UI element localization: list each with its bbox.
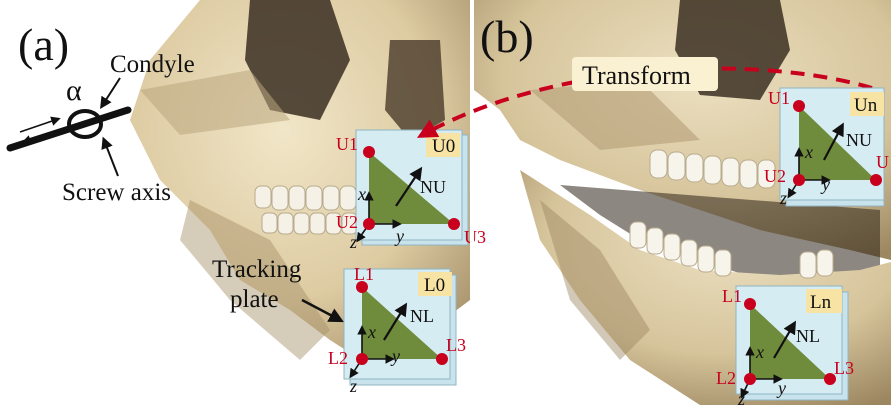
tracking-plate-label-line2: plate xyxy=(230,286,279,313)
marker-u2-a xyxy=(363,218,375,230)
marker-u2-b xyxy=(793,174,805,186)
panel-divider xyxy=(470,0,474,405)
marker-l1-b xyxy=(744,298,756,310)
axis-x-u-b: x xyxy=(804,142,813,162)
point-label-l1-a: L1 xyxy=(354,264,374,284)
marker-u1-a xyxy=(363,146,375,158)
marker-l2-a xyxy=(356,353,368,365)
marker-l2-b xyxy=(744,373,756,385)
axis-z-l-a: z xyxy=(349,376,357,396)
point-label-l2-b: L2 xyxy=(716,368,736,388)
point-label-l2-a: L2 xyxy=(328,348,348,368)
axis-y-u-b: y xyxy=(820,174,830,194)
axis-x-u-a: x xyxy=(357,184,366,204)
tracking-plate-label-line1: Tracking xyxy=(212,256,302,283)
axis-y-u-a: y xyxy=(394,226,404,246)
plate-tag-un: Un xyxy=(854,95,878,116)
normal-label-nu-a: NU xyxy=(420,177,446,197)
axis-y-l-a: y xyxy=(390,346,400,366)
condyle-label: Condyle xyxy=(110,51,195,78)
axis-z-u-b: z xyxy=(779,188,787,208)
marker-u3-a xyxy=(448,218,460,230)
plate-tag-u0: U0 xyxy=(432,136,455,157)
axis-z-l-b: z xyxy=(737,389,745,405)
screw-axis-pointer xyxy=(104,140,118,176)
condyle-pointer xyxy=(102,78,120,106)
marker-u3-b xyxy=(870,174,882,186)
plate-tag-ln: Ln xyxy=(810,292,832,313)
point-label-u3-a: U3 xyxy=(464,227,486,247)
lower-tracking-plate-b: Ln NL x y z L1 L2 L3 xyxy=(716,286,854,405)
point-label-l3-b: L3 xyxy=(834,358,854,378)
point-label-u1-b: U1 xyxy=(768,88,790,108)
screw-axis-symbol xyxy=(10,110,128,148)
marker-u1-b xyxy=(793,100,805,112)
point-label-l1-b: L1 xyxy=(722,286,742,306)
point-label-u2-b: U2 xyxy=(764,166,786,186)
normal-label-nl-a: NL xyxy=(410,306,434,326)
axis-y-l-b: y xyxy=(776,378,786,398)
panel-label-b: (b) xyxy=(480,11,534,62)
axis-x-l-a: x xyxy=(367,322,376,342)
panel-label-a: (a) xyxy=(18,19,69,70)
screw-axis-label: Screw axis xyxy=(62,179,171,206)
point-label-u3-b: U xyxy=(876,152,889,172)
normal-label-nu-b: NU xyxy=(846,130,872,150)
panel-a: (a) α Condyle Screw axis Tracking plate … xyxy=(10,0,486,396)
lower-tracking-plate-a: L0 NL x y z L1 L2 L3 xyxy=(328,264,466,396)
panel-b: (b) Transform Un NU x y z U1 U2 U xyxy=(424,0,891,405)
upper-tracking-plate-b: Un NU x y z U1 U2 U xyxy=(764,88,889,208)
transform-label: Transform xyxy=(582,61,691,90)
point-label-u2-a: U2 xyxy=(336,212,358,232)
point-label-u1-a: U1 xyxy=(336,134,358,154)
normal-label-nl-b: NL xyxy=(796,326,820,346)
alpha-symbol: α xyxy=(66,74,82,107)
plate-tag-l0: L0 xyxy=(424,275,445,296)
upper-tracking-plate-a: U0 NU x y z U1 U2 U3 xyxy=(336,130,486,252)
point-label-l3-a: L3 xyxy=(446,335,466,355)
axis-x-l-b: x xyxy=(755,342,764,362)
axis-z-u-a: z xyxy=(349,232,357,252)
